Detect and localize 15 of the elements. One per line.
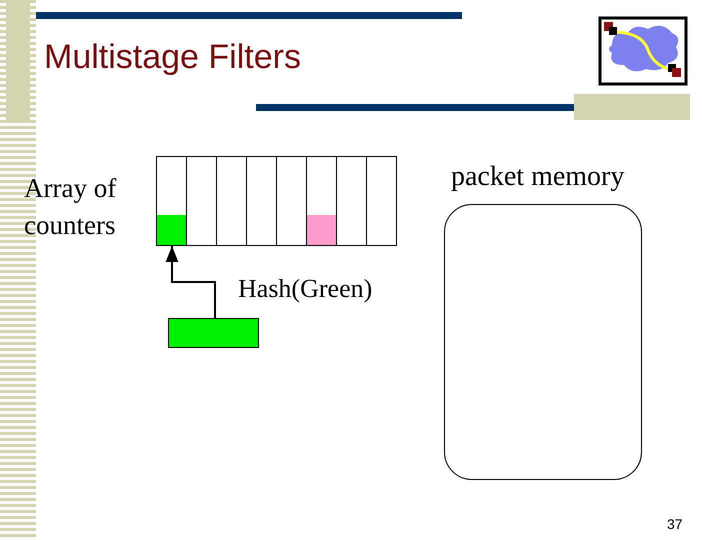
counter-cell: [336, 156, 367, 246]
counter-cell: [156, 156, 187, 246]
slide-number: 37: [667, 516, 683, 532]
counter-cell: [186, 156, 217, 246]
slide-title: Multistage Filters: [44, 38, 301, 77]
packet-box: [168, 318, 259, 348]
counter-cell: [366, 156, 397, 246]
memory-heading: packet memory: [451, 161, 624, 193]
array-caption: Array of counters: [24, 172, 118, 242]
counter-cell: [246, 156, 277, 246]
counter-cell: [276, 156, 307, 246]
counter-cell: [216, 156, 247, 246]
counter-cell: [306, 156, 337, 246]
arrow: [166, 246, 216, 318]
edge-label: Hash(Green): [238, 274, 372, 304]
